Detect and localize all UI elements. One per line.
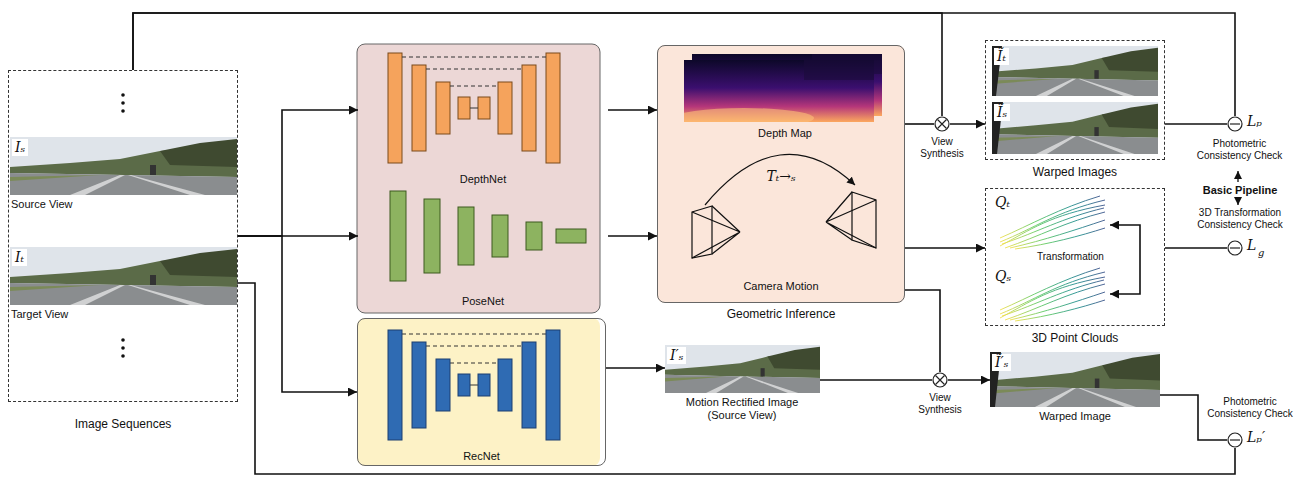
connector [606, 367, 665, 369]
connector [905, 247, 985, 249]
node-text: Warped Images [986, 165, 1164, 179]
operator-symbol [1227, 116, 1243, 132]
pipeline-label: Basic Pipeline [1180, 184, 1300, 197]
loss-op: Lₚ′ [1227, 432, 1243, 448]
warped-photo [992, 46, 1158, 96]
image-frame: Ĩ′ₛWarped Image [990, 352, 1160, 407]
connector [1110, 225, 1140, 294]
operator-symbol [1227, 240, 1243, 256]
node-text: Ĩ′ₛ [992, 354, 1011, 371]
image-frame: IₛSource View [10, 137, 237, 195]
image-frame: Ĩₜ [992, 46, 1158, 96]
operator-symbol [1227, 432, 1243, 448]
target-photo [10, 247, 237, 305]
recnet-layers [388, 330, 560, 440]
network-box: DepthNet [358, 48, 608, 188]
image-frame: I′ₛMotion Rectified Image (Source View) [665, 345, 820, 393]
network-box: PoseNet [358, 190, 608, 310]
node-text: View Synthesis [912, 136, 972, 160]
pipeline-arrow [1237, 171, 1238, 182]
node-text: Source View [11, 198, 73, 210]
node-text: Geometric Inference [658, 307, 904, 321]
inference-panel [657, 45, 905, 303]
node-text: L [1247, 237, 1256, 253]
connector [948, 379, 990, 381]
connector [608, 109, 657, 111]
node-text: Iₛ [12, 139, 28, 156]
point-cloud-frame: Qₜ [990, 192, 1110, 250]
connector [133, 13, 942, 116]
check-label: Photometric Consistency Check [1204, 396, 1296, 420]
loss-op: Lₚ [1227, 116, 1243, 132]
node-text: Qₛ [992, 268, 1014, 285]
edge-label: Transformation [1035, 251, 1106, 263]
node-text: Ĩₜ [994, 48, 1009, 65]
node-text: Qₜ [992, 194, 1013, 211]
operator-symbol [932, 372, 948, 388]
node-text: RecNet [358, 450, 605, 462]
image-frame: Ĩₛ [992, 102, 1158, 154]
ellipsis-dots [121, 93, 125, 358]
check-label: 3D Transformation Consistency Check [1180, 207, 1300, 231]
connector [608, 235, 657, 237]
node-text: PoseNet [358, 295, 608, 307]
node-text: Warped Image [990, 410, 1160, 422]
warped-photo [992, 102, 1158, 154]
connector [238, 110, 358, 236]
process-box: Geometric InferenceDepth MapTₜ→ₛCamera M… [657, 45, 905, 303]
operator-symbol [934, 116, 950, 132]
camera-frustum [692, 192, 876, 258]
connector [950, 123, 985, 125]
node-text: DepthNet [358, 173, 608, 185]
node-text: Lₚ [1247, 113, 1262, 129]
connector [905, 290, 940, 372]
rectified-photo [665, 345, 820, 393]
connector [1165, 123, 1227, 125]
connector [1165, 247, 1227, 249]
point-cloud-frame: Qₛ [990, 266, 1110, 322]
node-text: Iₜ [12, 249, 27, 266]
point-cloud [1000, 196, 1105, 249]
connector [237, 283, 1235, 474]
network-box: RecNet [357, 318, 606, 466]
check-label: Photometric Consistency Check [1192, 138, 1287, 162]
node-text: I′ₛ [667, 347, 686, 364]
connector [133, 13, 1235, 116]
node-text: Tₜ→ₛ [672, 168, 890, 184]
synthesis-op: View Synthesis [932, 372, 948, 388]
posenet-layers [390, 191, 586, 281]
node-text: Image Sequences [9, 417, 237, 431]
depth-map [674, 60, 874, 128]
node-text: Ĩₛ [994, 104, 1010, 121]
node-text: Camera Motion [672, 280, 890, 292]
synthesis-op: View Synthesis [934, 116, 950, 132]
node-text: Lₚ′ [1247, 429, 1265, 445]
node-text: Depth Map [672, 127, 898, 139]
depth-map-box: Depth Map [672, 52, 898, 142]
camera-motion-box: Tₜ→ₛCamera Motion [672, 165, 890, 295]
node-text: Motion Rectified Image (Source View) [672, 396, 812, 422]
node-text: 3D Point Clouds [986, 331, 1164, 345]
warp-artifact [990, 46, 1003, 407]
connector [905, 123, 934, 125]
group-box: Warped ImagesĨₜĨₛ [985, 40, 1165, 160]
node-text: Target View [11, 308, 68, 320]
loss-op: Lg [1227, 240, 1243, 256]
node-text: View Synthesis [910, 392, 970, 416]
warped-photo [990, 352, 1160, 407]
node-text: g [1258, 247, 1264, 258]
connector [238, 236, 357, 392]
connector [820, 379, 932, 381]
recnet-panel [357, 318, 600, 466]
pipeline-arrow [1237, 198, 1238, 205]
point-cloud [1000, 268, 1105, 321]
group-box: Image SequencesIₛSource ViewIₜTarget Vie… [8, 70, 238, 402]
image-frame: IₜTarget View [10, 247, 237, 305]
source-photo [10, 137, 237, 195]
